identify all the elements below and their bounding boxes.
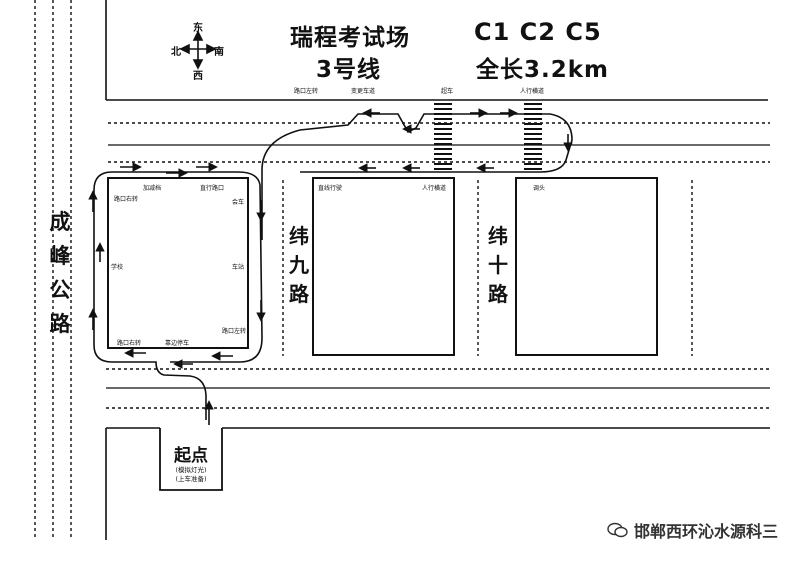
start-box <box>159 428 223 491</box>
route-length: 全长3.2km <box>476 57 610 83</box>
block-1 <box>107 177 249 349</box>
start-title: 起点 <box>174 446 208 466</box>
start-sub-lights: (模拟灯光) <box>175 466 207 474</box>
side-roads <box>282 180 693 356</box>
label-park: 靠边停车 <box>165 340 190 347</box>
label-uturn: 调头 <box>533 185 546 192</box>
venue-title: 瑞程考试场 <box>290 25 410 51</box>
label-straight-intersection: 直行路口 <box>200 185 225 192</box>
compass-east: 东 <box>193 23 203 34</box>
label-b2-crosswalk: 人行横道 <box>422 185 447 192</box>
watermark-text: 邯郸西环沁水源科三 <box>633 522 778 541</box>
start-sub-prep: (上车准备) <box>175 475 207 483</box>
label-corner-left-top: 路口右转 <box>114 196 139 203</box>
compass-west: 西 <box>193 71 203 82</box>
compass-south: 南 <box>214 47 224 58</box>
route-arrows <box>88 108 573 425</box>
bottom-road <box>106 368 770 429</box>
label-acc: 加减档 <box>143 185 162 192</box>
watermark: 邯郸西环沁水源科三 <box>607 518 778 542</box>
start-point: 起点 (模拟灯光) (上车准备) <box>161 441 221 484</box>
wechat-icon <box>607 522 628 538</box>
compass-icon <box>179 30 217 70</box>
road-weijiu: 纬九路 <box>289 224 309 306</box>
label-bus: 车站 <box>232 264 245 271</box>
compass-north: 北 <box>171 47 181 58</box>
label-meet: 会车 <box>232 199 245 206</box>
label-school: 学校 <box>111 264 124 271</box>
route-number: 3号线 <box>316 57 382 83</box>
road-weishi: 纬十路 <box>488 224 508 306</box>
road-chengfeng: 成峰公路 <box>49 210 71 336</box>
license-types: C1 C2 C5 <box>474 18 602 46</box>
label-lane-change: 变更车道 <box>351 88 376 95</box>
label-b2-straight: 直线行驶 <box>318 185 343 192</box>
label-corner-right-bottom: 路口右转 <box>117 340 142 347</box>
block-2 <box>312 177 455 356</box>
chengfeng-road <box>34 0 107 540</box>
block-3 <box>515 177 658 356</box>
label-overtake: 超车 <box>441 88 454 95</box>
label-intersection-left: 路口左转 <box>222 328 247 335</box>
label-top-crosswalk: 人行横道 <box>520 88 545 95</box>
crosswalk-2 <box>524 103 542 170</box>
label-top-right-turn: 路口左转 <box>294 88 319 95</box>
